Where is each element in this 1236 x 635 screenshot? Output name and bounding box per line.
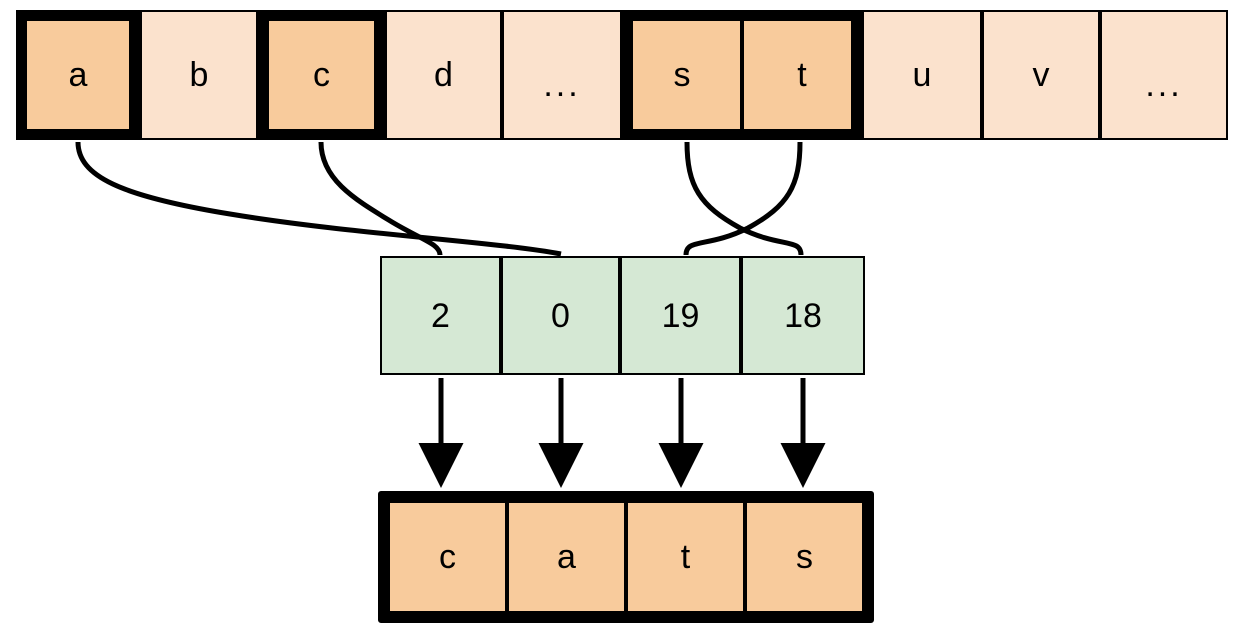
- index-cell-1-label: 0: [551, 296, 570, 335]
- alphabet-cell-v-label: v: [1032, 56, 1050, 94]
- alphabet-cell-ellipsis-right[interactable]: ...: [1100, 10, 1228, 140]
- output-cell-s[interactable]: s: [745, 501, 864, 613]
- alphabet-cell-v[interactable]: v: [982, 10, 1100, 140]
- curve-c-to-index-2: [318, 141, 443, 256]
- index-cell-0[interactable]: 2: [380, 256, 501, 375]
- curve-t-to-index-19: [683, 141, 803, 256]
- index-cell-3[interactable]: 18: [741, 256, 865, 375]
- curve-a-to-index-0: [75, 141, 562, 257]
- alphabet-cell-c-label: c: [313, 56, 330, 94]
- alphabet-cell-u-label: u: [912, 56, 932, 94]
- outline-group-a: [16, 10, 140, 140]
- index-cell-2[interactable]: 19: [620, 256, 741, 375]
- output-cell-s-label: s: [796, 538, 813, 576]
- index-cell-3-label: 18: [784, 296, 822, 335]
- alphabet-cell-t[interactable]: t: [742, 10, 862, 140]
- outline-group-output-word: [378, 491, 874, 623]
- alphabet-cell-ellipsis-left-label: ...: [543, 66, 581, 104]
- output-cell-c-label: c: [439, 538, 456, 576]
- alphabet-cell-b-label: b: [189, 56, 209, 94]
- index-cell-1[interactable]: 0: [501, 256, 620, 375]
- outline-group-c: [258, 10, 385, 140]
- alphabet-cell-d[interactable]: d: [385, 10, 502, 140]
- alphabet-cell-ellipsis-right-label: ...: [1145, 66, 1183, 104]
- output-cell-t[interactable]: t: [626, 501, 745, 613]
- index-cell-2-label: 19: [661, 296, 700, 335]
- output-cell-c[interactable]: c: [388, 501, 507, 613]
- alphabet-cell-t-label: t: [797, 56, 807, 94]
- curve-s-to-index-18: [684, 141, 804, 256]
- output-cell-a[interactable]: a: [507, 501, 626, 613]
- alphabet-cell-d-label: d: [434, 56, 453, 94]
- alphabet-cell-s-label: s: [673, 56, 691, 94]
- alphabet-cell-b[interactable]: b: [140, 10, 258, 140]
- output-cell-t-label: t: [680, 538, 691, 576]
- outline-group-st: [622, 10, 862, 140]
- alphabet-cell-a-label: a: [68, 56, 88, 94]
- alphabet-cell-ellipsis-left[interactable]: ...: [502, 10, 622, 140]
- index-cell-0-label: 2: [431, 296, 450, 335]
- output-cell-a-label: a: [557, 538, 576, 576]
- alphabet-cell-u[interactable]: u: [862, 10, 982, 140]
